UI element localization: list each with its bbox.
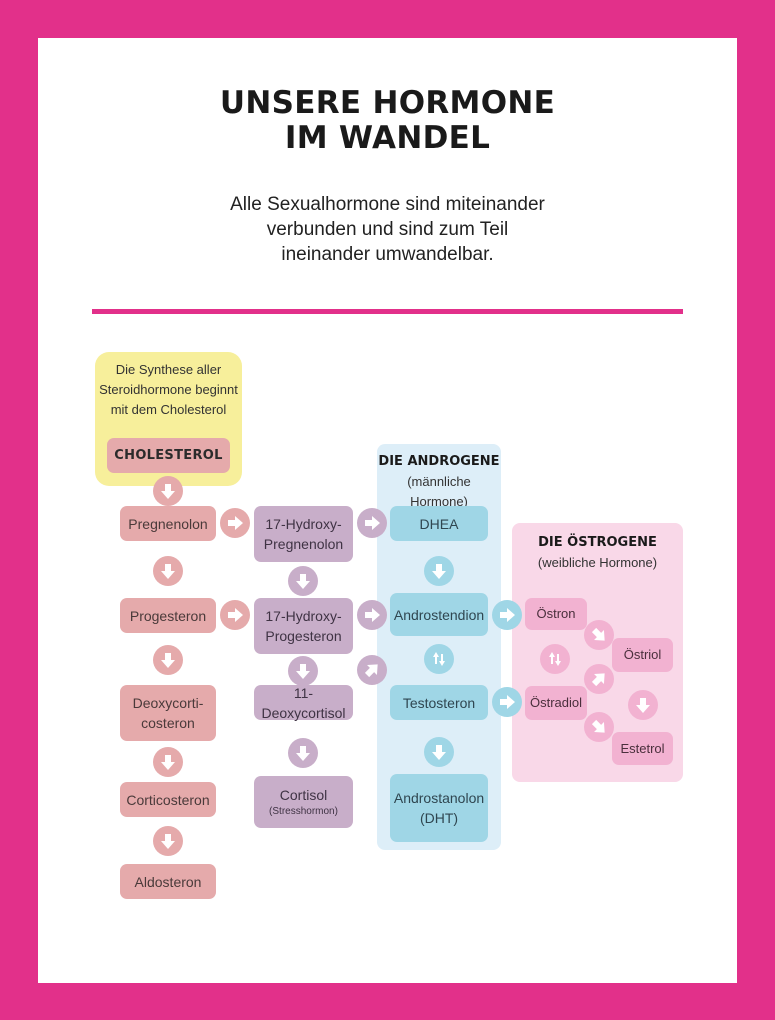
arrow-down-icon [153,645,183,675]
oestron-box: Östron [525,598,587,630]
arrow-right-icon [357,508,387,538]
arrow-up-right-icon [357,655,387,685]
arrow-right-icon [492,687,522,717]
estrogens-heading: DIE ÖSTROGENE (weibliche Hormone) [512,533,683,573]
estrogens-subtitle: (weibliche Hormone) [537,555,658,570]
estrogens-title: DIE ÖSTROGENE [538,535,657,550]
cholesterol-box: CHOLESTEROL [107,438,230,473]
androgens-subtitle: (männliche Hormone) [407,474,471,509]
estetrol-box: Estetrol [612,732,673,765]
arrow-down-right-icon [584,620,614,650]
pregnenolon-box: Pregnenolon [120,506,216,541]
deoxycorticosteron-line-2: costeron [141,715,195,731]
oestriol-label: Östriol [623,647,662,662]
arrow-down-icon [153,747,183,777]
androstanolon-box: Androstanolon (DHT) [390,774,488,842]
dhea-label: DHEA [419,515,459,532]
intro-text: Alle Sexualhormone sind miteinander verb… [0,192,775,267]
arrows-up-down-icon [540,644,570,674]
note-line-2: Steroidhormone beginnt [99,382,238,397]
oestradiol-box: Östradiol [525,686,587,720]
cortisol-box: Cortisol (Stresshormon) [254,776,353,828]
hydroxy-progesteron-line-1: 17-Hydroxy- [265,608,342,624]
arrow-right-icon [357,600,387,630]
aldosteron-box: Aldosteron [120,864,216,899]
testosteron-box: Testosteron [390,685,488,720]
deoxycorticosteron-box: Deoxycorti- costeron [120,685,216,741]
arrow-down-icon [288,656,318,686]
hydroxy-pregnenolon-box: 17-Hydroxy- Pregnenolon [254,506,353,562]
progesteron-label: Progesteron [129,607,207,624]
hydroxy-pregnenolon-line-2: Pregnenolon [263,536,344,552]
deoxycorticosteron-line-1: Deoxycorti- [132,695,204,711]
arrow-right-icon [220,600,250,630]
page-title: UNSERE HORMONE IM WANDEL [0,86,775,156]
arrow-down-icon [424,556,454,586]
arrow-up-right-icon [584,664,614,694]
androgens-title: DIE ANDROGENE [378,454,500,469]
testosteron-label: Testosteron [402,694,476,711]
progesteron-box: Progesteron [120,598,216,633]
arrow-down-right-icon [584,712,614,742]
intro-line-2: verbunden und sind zum Teil [266,219,509,240]
note-line-1: Die Synthese aller [115,362,222,377]
divider [92,309,683,314]
cortisol-note: (Stresshormon) [269,806,338,817]
arrow-down-icon [153,826,183,856]
arrow-down-icon [288,566,318,596]
deoxycortisol-label: 11-Deoxycortisol [261,684,346,721]
cortisol-label: Cortisol [279,787,328,803]
note-line-3: mit dem Cholesterol [110,402,227,417]
arrow-down-icon [153,476,183,506]
aldosteron-label: Aldosteron [134,873,202,890]
androgens-heading: DIE ANDROGENE (männliche Hormone) [377,452,501,512]
corticosteron-label: Corticosteron [126,791,210,808]
arrow-right-icon [492,600,522,630]
arrow-down-icon [628,690,658,720]
oestriol-box: Östriol [612,638,673,672]
deoxycortisol-box: 11-Deoxycortisol [254,684,353,721]
arrows-up-down-icon [424,644,454,674]
title-line-2: IM WANDEL [284,120,491,156]
arrow-down-icon [288,738,318,768]
androstanolon-line-2: (DHT) [419,810,459,826]
arrow-down-icon [424,737,454,767]
estetrol-label: Estetrol [620,740,665,756]
oestron-label: Östron [536,606,576,621]
cholesterol-note: Die Synthese aller Steroidhormone beginn… [95,360,242,420]
hydroxy-progesteron-line-2: Progesteron [265,628,342,644]
arrow-right-icon [220,508,250,538]
cholesterol-label: CHOLESTEROL [114,447,223,463]
intro-line-3: ineinander umwandelbar. [281,244,494,265]
corticosteron-box: Corticosteron [120,782,216,817]
arrow-down-icon [153,556,183,586]
title-line-1: UNSERE HORMONE [219,85,556,121]
oestradiol-label: Östradiol [529,695,583,710]
androstanolon-line-1: Androstanolon [393,790,485,806]
hydroxy-pregnenolon-line-1: 17-Hydroxy- [265,516,342,532]
androstendion-box: Androstendion [390,593,488,636]
intro-line-1: Alle Sexualhormone sind miteinander [230,194,545,215]
pregnenolon-label: Pregnenolon [128,515,208,532]
hydroxy-progesteron-box: 17-Hydroxy- Progesteron [254,598,353,654]
dhea-box: DHEA [390,506,488,541]
androstendion-label: Androstendion [393,606,485,623]
